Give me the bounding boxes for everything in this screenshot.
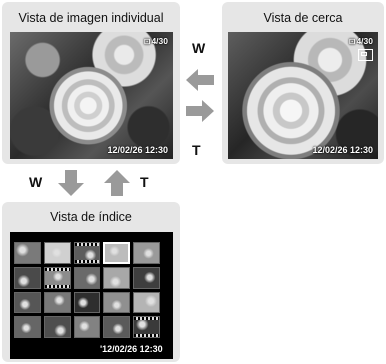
- date-time: '12/02/26 12:30: [100, 344, 163, 354]
- index-thumbnail[interactable]: [133, 266, 160, 289]
- index-thumbnail[interactable]: [133, 291, 160, 314]
- index-thumbnail[interactable]: [43, 291, 71, 314]
- zoom-position-icon: [358, 49, 373, 61]
- single-view-screen: ⊡4/30 12/02/26 12:30: [10, 32, 173, 159]
- index-thumbnail[interactable]: [133, 242, 160, 264]
- index-thumbnail[interactable]: [73, 242, 101, 264]
- index-thumbnail[interactable]: [14, 291, 41, 314]
- index-thumbnail[interactable]: [43, 316, 71, 338]
- protect-icon: ⊡: [348, 37, 356, 46]
- index-view-title: Vista de índice: [50, 210, 132, 224]
- thumbnail-grid: [14, 242, 160, 338]
- frame-counter: ⊡4/30: [143, 36, 168, 46]
- index-thumbnail[interactable]: [73, 266, 101, 289]
- date-time: 12/02/26 12:30: [312, 145, 373, 155]
- index-thumbnail[interactable]: [73, 316, 101, 338]
- arrow-down-icon: [58, 170, 84, 196]
- date-time: 12/02/26 12:30: [107, 145, 168, 155]
- single-view-panel: Vista de imagen individual ⊡4/30 12/02/2…: [2, 2, 180, 164]
- zoom-in-label: T: [140, 174, 149, 190]
- index-thumbnail[interactable]: [43, 242, 71, 264]
- index-thumbnail[interactable]: [103, 266, 131, 289]
- arrow-up-icon: [104, 170, 130, 196]
- index-thumbnail[interactable]: [14, 316, 41, 338]
- zoom-out-label: W: [192, 40, 206, 56]
- rose-photo: [10, 32, 173, 159]
- index-thumbnail[interactable]: [14, 242, 41, 264]
- arrow-right-icon: [186, 100, 214, 122]
- index-thumbnail[interactable]: [14, 266, 41, 289]
- index-thumbnail[interactable]: [133, 316, 160, 338]
- index-thumbnail[interactable]: [103, 242, 131, 264]
- close-view-panel: Vista de cerca ⊡4/30 12/02/26 12:30: [222, 2, 384, 164]
- protect-icon: ⊡: [143, 37, 151, 46]
- close-view-title: Vista de cerca: [263, 11, 343, 25]
- single-view-title: Vista de imagen individual: [18, 11, 164, 25]
- frame-counter: ⊡4/30: [348, 36, 373, 46]
- arrow-left-icon: [186, 69, 214, 91]
- index-thumbnail[interactable]: [103, 291, 131, 314]
- close-view-screen: ⊡4/30 12/02/26 12:30: [228, 32, 378, 159]
- index-thumbnail[interactable]: [103, 316, 131, 338]
- zoom-in-label: T: [192, 142, 201, 158]
- index-thumbnail[interactable]: [73, 291, 101, 314]
- index-thumbnail[interactable]: [43, 266, 71, 289]
- rose-photo-zoomed: [228, 32, 378, 159]
- zoom-out-label: W: [29, 174, 43, 190]
